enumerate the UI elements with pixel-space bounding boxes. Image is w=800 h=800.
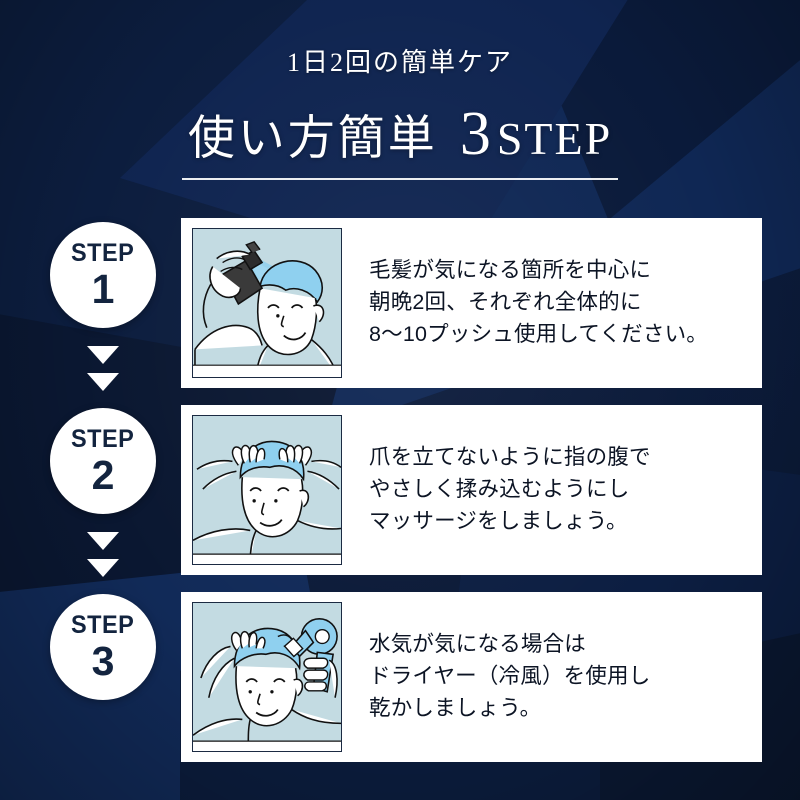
chevron-down-icon <box>87 372 119 391</box>
chevron-down-icon <box>87 345 119 364</box>
step-description-line: 毛髪が気になる箇所を中心に <box>369 258 652 283</box>
header: 1日2回の簡単ケア 使い方簡単 3 STEP <box>0 0 800 180</box>
step-badge-number: 1 <box>91 265 115 312</box>
step-description-line: マッサージをしましょう。 <box>369 508 628 533</box>
step-description: 毛髪が気になる箇所を中心に 朝晩2回、それぞれ全体的に 8〜10プッシュ使用して… <box>342 255 762 350</box>
massage-illustration <box>192 415 342 565</box>
step-badge-rail: STEP 1 STEP 2 STEP 3 <box>50 222 156 700</box>
step-badge-number: 3 <box>91 637 115 684</box>
step-card: 爪を立てないように指の腹で やさしく揉み込むようにし マッサージをしましょう。 <box>181 405 762 575</box>
step-description-line: 爪を立てないように指の腹で <box>369 445 651 470</box>
eyebrow-text: 1日2回の簡単ケア <box>286 48 513 77</box>
step-badge-label: STEP <box>71 424 135 453</box>
step-separator-2 <box>50 514 156 594</box>
step-description-line: 朝晩2回、それぞれ全体的に <box>369 290 642 315</box>
chevron-down-icon <box>87 531 119 550</box>
hairdryer-illustration <box>192 602 342 752</box>
page-title-japanese: 使い方簡単 <box>187 113 438 165</box>
page-title-number: 3 <box>459 100 491 168</box>
chevron-down-icon <box>87 558 119 577</box>
page-title-step-word: STEP <box>496 113 613 164</box>
title-underline <box>182 178 618 180</box>
spray-illustration <box>192 228 342 378</box>
step-description-line: 8〜10プッシュ使用してください。 <box>369 321 708 346</box>
step-badge-2: STEP 2 <box>50 408 156 514</box>
step-badge-label: STEP <box>71 610 135 639</box>
step-separator-1 <box>50 328 156 408</box>
step-badge-3: STEP 3 <box>50 594 156 700</box>
step-description-line: 水気が気になる場合は <box>369 632 587 657</box>
step-description-line: やさしく揉み込むようにし <box>369 477 630 502</box>
page-title: 使い方簡単 3 STEP <box>0 99 800 168</box>
step-badge-1: STEP 1 <box>50 222 156 328</box>
step-card: 毛髪が気になる箇所を中心に 朝晩2回、それぞれ全体的に 8〜10プッシュ使用して… <box>181 218 762 388</box>
step-card: 水気が気になる場合は ドライヤー（冷風）を使用し 乾かしましょう。 <box>181 592 762 762</box>
step-description: 爪を立てないように指の腹で やさしく揉み込むようにし マッサージをしましょう。 <box>342 442 762 537</box>
step-description: 水気が気になる場合は ドライヤー（冷風）を使用し 乾かしましょう。 <box>342 629 762 724</box>
step-card-list: 毛髪が気になる箇所を中心に 朝晩2回、それぞれ全体的に 8〜10プッシュ使用して… <box>181 218 762 762</box>
step-badge-label: STEP <box>71 238 135 267</box>
step-badge-number: 2 <box>91 451 115 498</box>
step-description-line: ドライヤー（冷風）を使用し <box>369 664 651 689</box>
step-description-line: 乾かしましょう。 <box>369 695 542 720</box>
